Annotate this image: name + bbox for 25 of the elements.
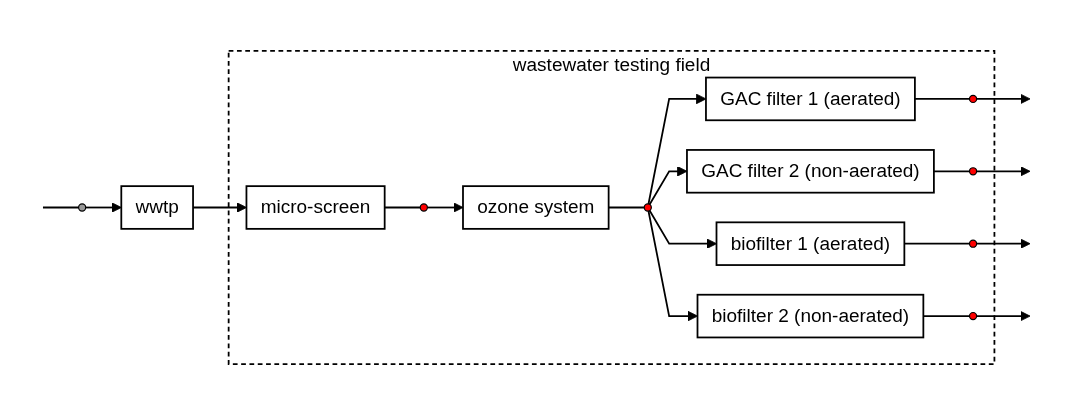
node-box: GAC filter 2 (non-aerated) (686, 149, 935, 194)
arrow (975, 166, 1031, 177)
node-box: biofilter 1 (aerated) (715, 221, 906, 266)
node-circle (78, 203, 87, 212)
connector (933, 170, 971, 173)
node-circle (968, 239, 978, 248)
connector (42, 206, 80, 209)
node-box: micro-screen (245, 185, 386, 230)
arrow (84, 202, 122, 213)
node-circle (968, 311, 978, 321)
node-circle (419, 203, 428, 212)
arrow (426, 202, 464, 213)
arrow (975, 238, 1031, 249)
node-box: GAC filter 1 (aerated) (705, 76, 916, 122)
node-box: ozone system (462, 185, 610, 230)
node-circle (968, 167, 978, 176)
arrow (975, 310, 1031, 322)
node-box: wwtp (120, 185, 194, 230)
node-circle (643, 203, 652, 212)
arrow (648, 209, 717, 249)
arrow (647, 210, 698, 322)
node-circle (968, 94, 978, 104)
arrow (975, 93, 1031, 105)
node-box: biofilter 2 (non-aerated) (696, 293, 925, 339)
connector (914, 98, 971, 100)
